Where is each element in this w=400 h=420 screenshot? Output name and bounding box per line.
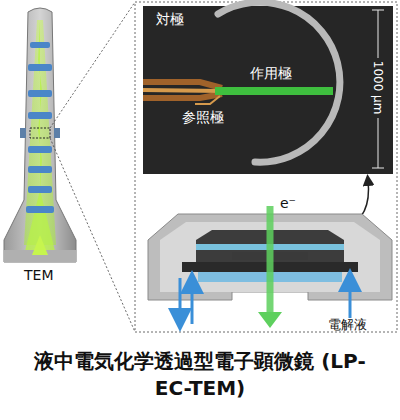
part-label: 参照極 — [182, 110, 224, 125]
particle-label: e⁻ — [280, 196, 296, 211]
electron-beam — [267, 206, 274, 318]
inset-background — [143, 6, 393, 174]
part-label: 電解液 — [328, 318, 367, 332]
electrolyte-out-arrow — [179, 278, 182, 320]
electron-beam-head — [258, 312, 282, 328]
working-electrode — [215, 87, 333, 95]
zoom-lines — [50, 2, 397, 332]
reference-electrode — [143, 82, 222, 104]
part-label: 対極 — [156, 12, 184, 27]
electrolyte-in-arrow — [349, 280, 352, 318]
counter-electrode — [218, 2, 340, 162]
electrolyte-in-arrow — [191, 282, 194, 324]
dimension-line — [372, 10, 384, 168]
tem-column — [4, 8, 76, 262]
caption: 液中電気化学透過型電子顕微鏡 (LP-EC-TEM) — [20, 348, 380, 402]
dimension-label: 1000 μm — [371, 61, 384, 115]
instrument-label: TEM — [24, 268, 53, 283]
part-label: 作用極 — [250, 66, 292, 81]
